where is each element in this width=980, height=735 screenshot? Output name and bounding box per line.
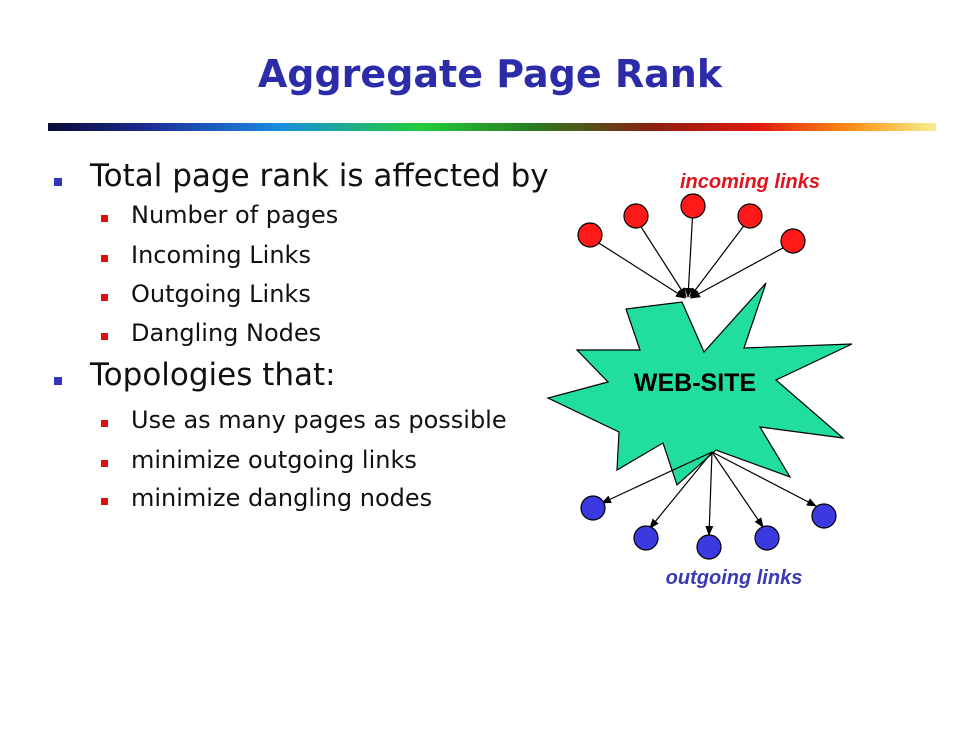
title-divider [48,123,936,131]
bullet-total-page-rank: Total page rank is affected by [90,158,549,194]
bullet-marker [54,178,62,186]
outgoing-node [811,503,837,529]
web-site-label: WEB-SITE [634,369,756,397]
sub-bullet-marker [101,215,108,222]
sub-bullet-minimize-outgoing: minimize outgoing links [131,446,417,474]
incoming-link-line [689,218,750,298]
sub-bullet-marker [101,255,108,262]
sub-bullet-number-of-pages: Number of pages [131,201,339,229]
sub-bullet-minimize-dangling: minimize dangling nodes [131,484,433,512]
outgoing-node [580,495,606,521]
outgoing-link-lines [601,451,817,536]
outgoing-node [754,525,780,551]
outgoing-link-line [711,451,817,507]
outgoing-node [696,534,722,560]
sub-bullet-incoming-links: Incoming Links [131,241,311,269]
sub-bullet-outgoing-links: Outgoing Links [131,280,311,308]
incoming-links-label: incoming links [680,171,820,193]
incoming-link-lines [590,207,793,299]
slide-title: Aggregate Page Rank [257,52,723,96]
incoming-node [780,228,806,254]
outgoing-links-label: outgoing links [666,567,803,589]
outgoing-link-line [705,451,714,536]
bullet-topologies: Topologies that: [90,357,336,393]
outgoing-link-line [601,451,713,504]
outgoing-link-line [711,451,764,528]
sub-bullet-marker [101,420,108,427]
outgoing-link-line [649,451,713,529]
incoming-node [577,222,603,248]
sub-bullet-marker [101,294,108,301]
incoming-node [623,203,649,229]
web-site-starburst [546,282,853,487]
incoming-node [680,193,706,219]
sub-bullet-marker [101,333,108,340]
incoming-link-line [590,237,686,299]
incoming-link-line [635,218,687,298]
sub-bullet-use-many-pages: Use as many pages as possible [131,406,507,434]
incoming-link-line [684,207,694,298]
sub-bullet-dangling-nodes: Dangling Nodes [131,319,322,347]
incoming-link-line [690,242,793,299]
incoming-node [737,203,763,229]
bullet-marker [54,377,62,385]
outgoing-node [633,525,659,551]
sub-bullet-marker [101,460,108,467]
sub-bullet-marker [101,498,108,505]
